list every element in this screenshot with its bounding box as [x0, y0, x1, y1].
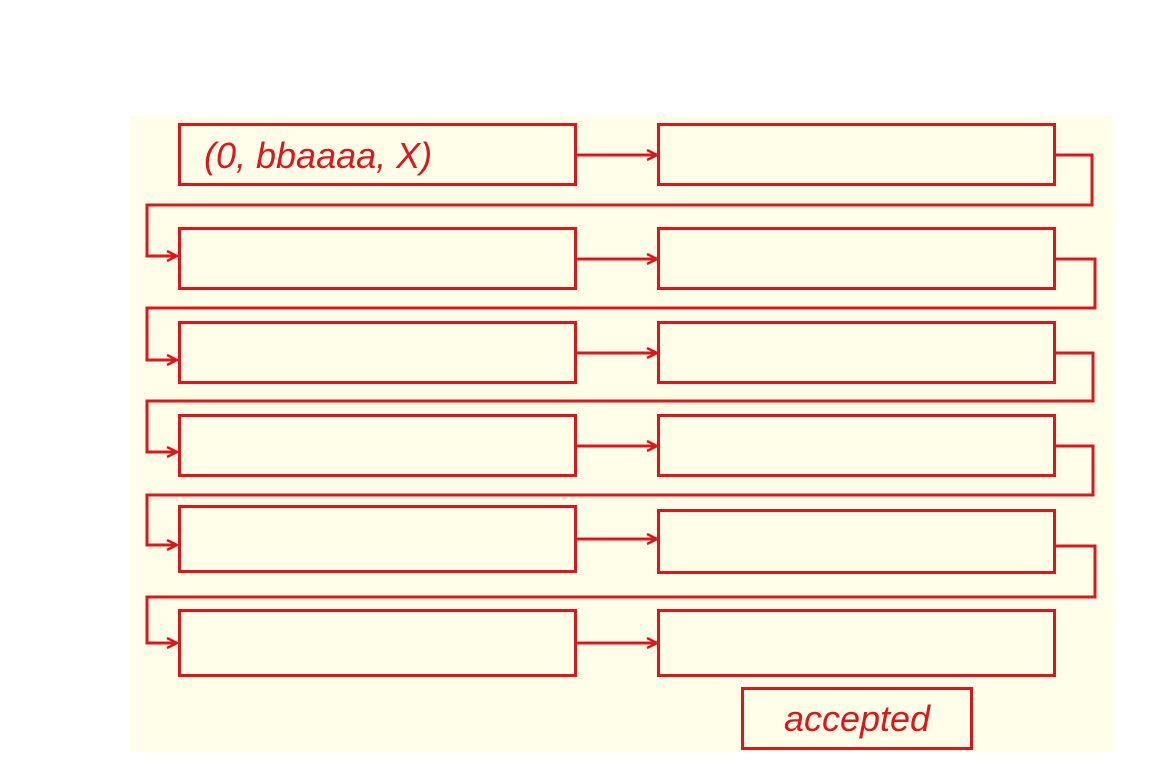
state-box-row3-left	[178, 321, 577, 384]
state-box-row1-right	[657, 123, 1056, 186]
state-box-row5-right	[657, 509, 1056, 574]
state-box-row2-right	[657, 227, 1056, 290]
state-box-row5-left	[178, 505, 577, 573]
wrap-connector-1-2	[145, 153, 1094, 256]
accepted-box: accepted	[741, 687, 973, 750]
state-box-row4-right	[657, 414, 1056, 477]
wrap-connector-4-5	[145, 444, 1095, 545]
wrap-connector-3-4	[145, 351, 1095, 452]
accepted-label: accepted	[783, 697, 931, 739]
state-box-row3-right	[657, 321, 1056, 384]
wrap-connector-5-6	[145, 544, 1097, 643]
state-box-row6-left	[178, 609, 577, 677]
wrap-connector-2-3	[145, 257, 1097, 360]
state-box-row4-left	[178, 414, 577, 477]
state-box-row6-right	[657, 609, 1056, 677]
state-box-row2-left	[178, 227, 577, 290]
state-box-row1-left	[178, 123, 577, 186]
